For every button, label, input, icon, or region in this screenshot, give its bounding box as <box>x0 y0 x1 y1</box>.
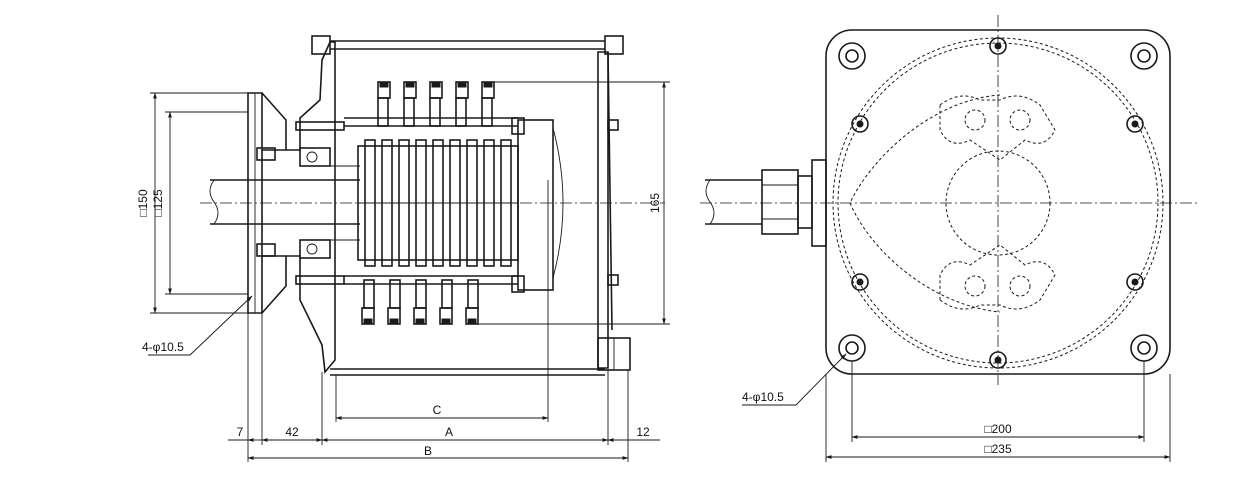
brush-holders-top <box>344 81 518 127</box>
mounting-flange <box>247 92 287 314</box>
dim-sq200-label: □200 <box>984 422 1012 436</box>
dim-C-label: C <box>433 403 442 417</box>
dim-hole-label-side: 4-φ10.5 <box>142 340 184 354</box>
dim-hole-label-end: 4-φ10.5 <box>742 390 784 404</box>
dim-42-label: 42 <box>285 425 299 439</box>
dim-7-label: 7 <box>237 425 244 439</box>
dim-B-label: B <box>424 444 432 458</box>
dim-A-label: A <box>445 425 453 439</box>
tie-rods <box>311 35 624 376</box>
side-dimensions <box>148 81 670 462</box>
bolt-holes <box>851 37 1144 369</box>
brush-holders-bottom <box>344 275 518 325</box>
brush-gear-hidden <box>939 95 1056 310</box>
dim-165-label: 165 <box>648 193 662 213</box>
dim-12-label: 12 <box>636 425 650 439</box>
end-dimensions <box>742 353 1171 462</box>
end-view: 4-φ10.5 □200 □235 <box>700 15 1200 462</box>
dim-sq150-label: □150 <box>136 189 150 217</box>
dim-sq125-label: □125 <box>151 189 165 217</box>
dim-sq235-label: □235 <box>984 442 1012 456</box>
shaft <box>209 179 360 225</box>
housing <box>286 41 360 374</box>
slip-ring-stack <box>357 117 564 293</box>
side-view: □150 □125 165 4-φ10.5 C A B 7 42 12 <box>136 35 670 462</box>
hidden-brush-yoke <box>849 94 1001 313</box>
rear-plate <box>597 51 631 371</box>
